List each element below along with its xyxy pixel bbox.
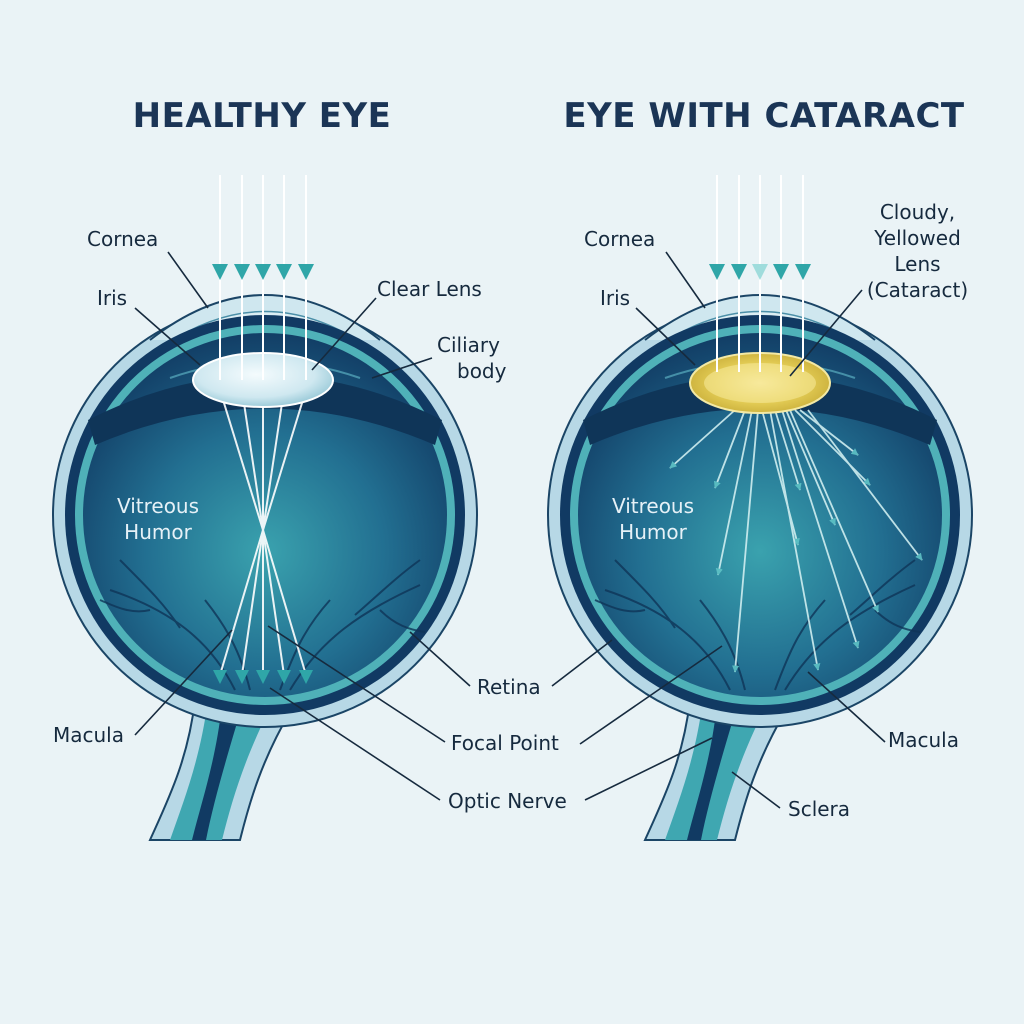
healthy-cornea-label: Cornea xyxy=(87,227,159,251)
healthy-eye-title: HEALTHY EYE xyxy=(132,96,392,136)
healthy-iris xyxy=(88,375,442,445)
cataract-leader-lines xyxy=(551,251,886,809)
cataract-eye xyxy=(547,175,973,841)
healthy-eye xyxy=(52,175,478,841)
healthy-light-rays xyxy=(219,389,307,676)
healthy-leader-lines xyxy=(134,251,471,801)
healthy-macula-label: Macula xyxy=(53,723,124,747)
cataract-lens-label: Cloudy, Yellowed Lens (Cataract) xyxy=(866,200,969,302)
ciliary-body-label: Ciliary body xyxy=(437,333,507,383)
optic-nerve-label: Optic Nerve xyxy=(448,789,567,813)
cataract-cornea-label: Cornea xyxy=(584,227,656,251)
focal-point-label: Focal Point xyxy=(451,731,559,755)
cataract-blood-vessels xyxy=(594,559,921,691)
healthy-retina-arrowheads xyxy=(213,670,313,684)
cataract-vitreous-humor-label: Vitreous Humor xyxy=(611,494,695,544)
healthy-incoming-arrowheads xyxy=(212,264,314,280)
cataract-scattered-rays xyxy=(669,409,923,673)
cataract-vitreous xyxy=(578,333,942,697)
cataract-macula-label: Macula xyxy=(888,728,959,752)
cataract-optic-nerve xyxy=(643,698,787,841)
clear-lens-label: Clear Lens xyxy=(377,277,482,301)
healthy-optic-nerve xyxy=(148,698,292,841)
retina-label: Retina xyxy=(477,675,541,699)
sclera-label: Sclera xyxy=(788,797,851,821)
cataract-iris xyxy=(583,375,937,445)
cataract-incoming-arrowheads xyxy=(709,264,811,280)
healthy-iris-label: Iris xyxy=(97,286,128,310)
cataract-iris-label: Iris xyxy=(600,286,631,310)
healthy-vitreous-humor-label: Vitreous Humor xyxy=(116,494,200,544)
cataract-eye-title: EYE WITH CATARACT xyxy=(563,96,965,136)
